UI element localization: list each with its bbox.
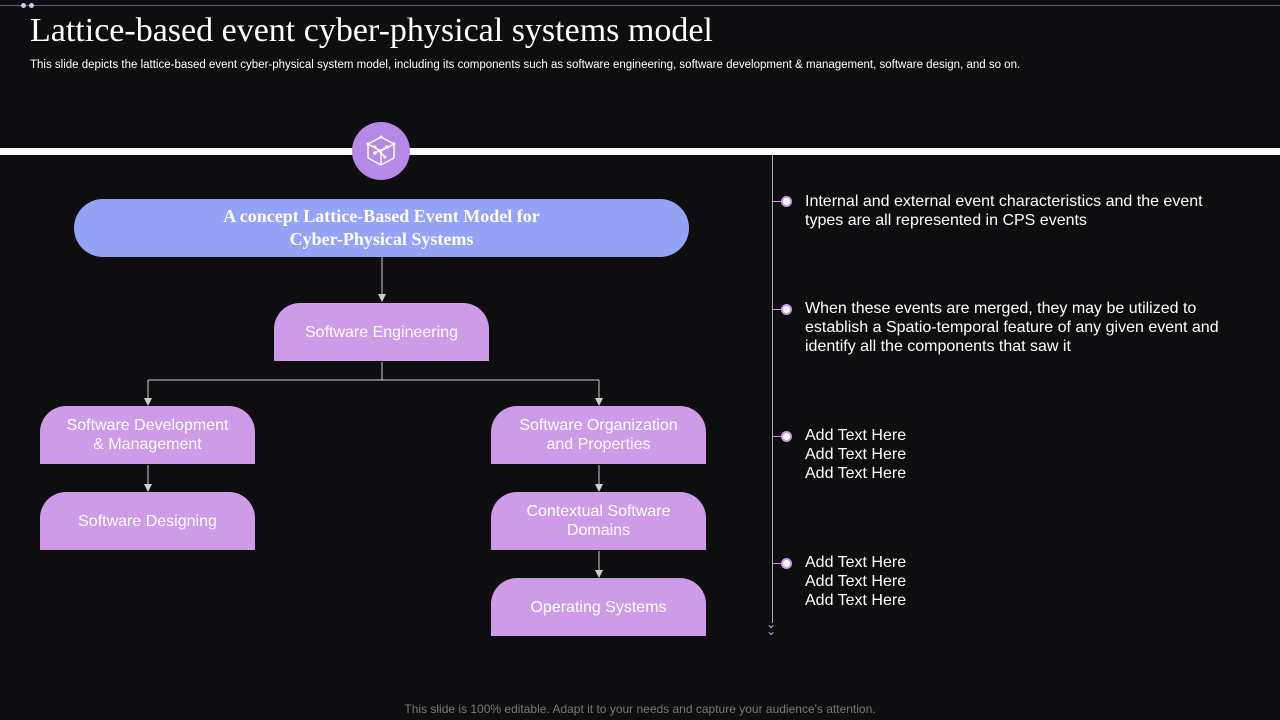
page-title: Lattice-based event cyber-physical syste… <box>30 12 713 49</box>
node-software-engineering: Software Engineering <box>274 303 489 361</box>
bullet-text: Add Text Here <box>805 573 907 590</box>
node-label: Software Development & Management <box>66 417 229 453</box>
bullet-connector <box>773 309 783 310</box>
timeline-line <box>772 155 773 623</box>
node-label: Contextual Software Domains <box>526 503 671 539</box>
concept-box: A concept Lattice-Based Event Model for … <box>74 199 689 257</box>
bullet-item-2: When these events are merged, they may b… <box>805 299 1230 356</box>
bullet-text: Add Text Here <box>805 427 907 444</box>
bullet-connector <box>773 436 783 437</box>
bullet-text: Internal and external event characterist… <box>805 193 1203 229</box>
bullet-connector <box>773 563 783 564</box>
bullet-item-1: Internal and external event characterist… <box>805 192 1230 230</box>
bullet-text: When these events are merged, they may b… <box>805 300 1219 355</box>
concept-title-line1: A concept Lattice-Based Event Model for <box>223 206 540 226</box>
bullet-text: Add Text Here <box>805 554 907 571</box>
bullet-item-3: Add Text Here Add Text Here Add Text Her… <box>805 426 1230 483</box>
bullet-connector <box>773 201 783 202</box>
node-operating-systems: Operating Systems <box>491 578 706 636</box>
node-label: Operating Systems <box>530 598 667 616</box>
bullet-text: Add Text Here <box>805 592 907 609</box>
node-software-organization: Software Organization and Properties <box>491 406 706 464</box>
decor-dot <box>21 3 26 8</box>
bullet-dot-icon <box>781 558 792 569</box>
bullet-text: Add Text Here <box>805 446 907 463</box>
bullet-dot-icon <box>781 196 792 207</box>
node-software-designing: Software Designing <box>40 492 255 550</box>
node-label: Software Organization and Properties <box>519 417 678 453</box>
node-contextual-domains: Contextual Software Domains <box>491 492 706 550</box>
chevron-down-icon: ⌄ <box>766 617 777 631</box>
cube-glyph <box>366 135 396 166</box>
decor-dot <box>29 3 34 8</box>
bullet-dot-icon <box>781 304 792 315</box>
top-rule <box>0 5 1280 6</box>
node-label: Software Engineering <box>305 323 458 341</box>
cube-network-icon <box>352 122 410 180</box>
horizontal-divider <box>0 148 1280 155</box>
page-subtitle: This slide depicts the lattice-based eve… <box>30 59 1021 71</box>
node-software-development: Software Development & Management <box>40 406 255 464</box>
chevron-down-icon: ⌄ <box>766 624 777 638</box>
bullet-item-4: Add Text Here Add Text Here Add Text Her… <box>805 553 1230 610</box>
bullet-text: Add Text Here <box>805 465 907 482</box>
bullet-dot-icon <box>781 431 792 442</box>
footer-note: This slide is 100% editable. Adapt it to… <box>404 702 876 716</box>
concept-title-line2: Cyber-Physical Systems <box>289 229 474 249</box>
node-label: Software Designing <box>78 512 217 530</box>
